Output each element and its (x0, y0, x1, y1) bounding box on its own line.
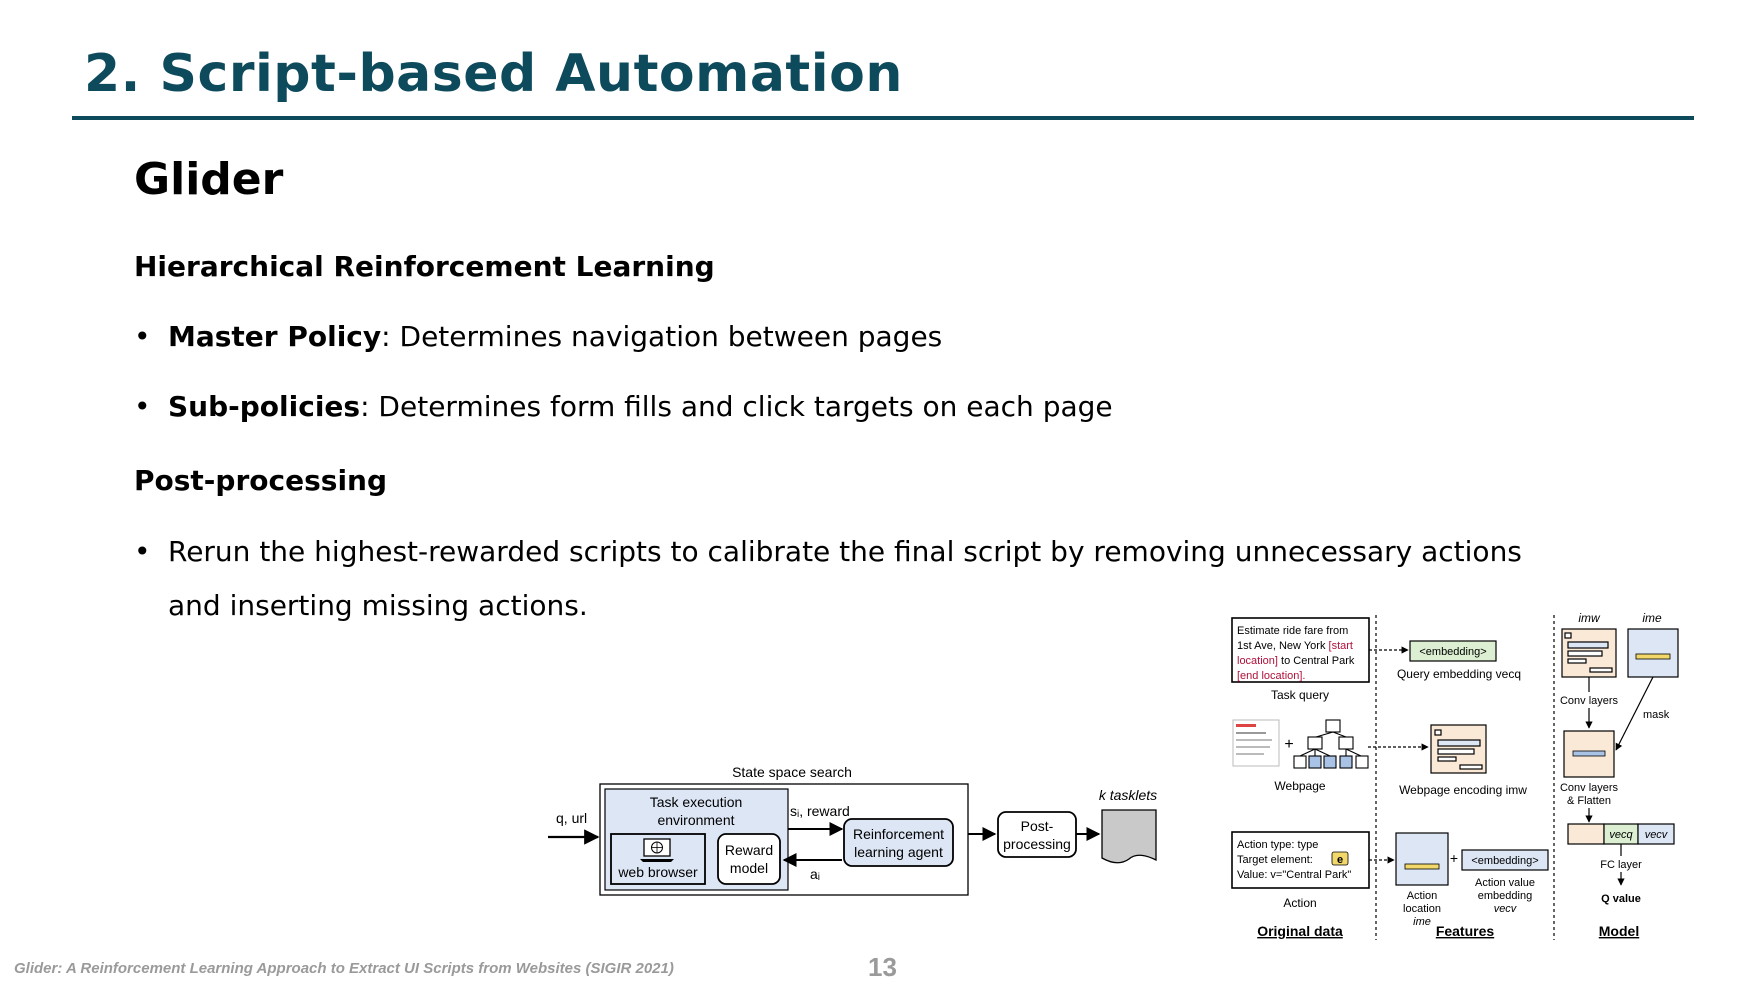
bullet-desc: Rerun the highest-rewarded scripts to ca… (168, 535, 1522, 622)
conv-flatten-label: & Flatten (1567, 795, 1611, 807)
action-location-label: Action (1407, 890, 1438, 902)
embedding-text: <embedding> (1419, 646, 1486, 658)
rl-agent-label: learning agent (854, 844, 943, 860)
query-text: location] to Central Park (1237, 655, 1355, 667)
bullet-term: Sub-policies (168, 390, 361, 423)
pipeline-figure: State space search Task execution enviro… (548, 764, 1157, 896)
webpage-encoding-label: Webpage encoding imw (1399, 783, 1527, 797)
vec-q-label: vecq (1609, 829, 1633, 841)
action-text: Value: v="Central Park" (1237, 869, 1351, 881)
query-text: Estimate ride fare from (1237, 625, 1348, 637)
bullet-term: Master Policy (168, 320, 382, 353)
action-value-label: Action value (1475, 877, 1535, 889)
q-value-label: Q value (1601, 893, 1641, 905)
bullet-dot: • (134, 535, 151, 568)
state-space-label: State space search (732, 764, 852, 780)
task-query-box (1231, 617, 1370, 683)
action-text: Action type: type (1237, 839, 1318, 851)
plus-icon: + (1450, 850, 1458, 866)
webpage-label: Webpage (1274, 779, 1325, 793)
page-number: 13 (868, 952, 897, 982)
im-e-label: ime (1642, 611, 1662, 625)
task-env-label: Task execution (650, 794, 743, 810)
rl-agent-box (843, 818, 954, 867)
action-text: Target element: (1237, 854, 1313, 866)
state-reward-label: sᵢ, reward (790, 803, 850, 819)
action-location-box (1395, 832, 1449, 886)
section-hrl-heading: Hierarchical Reinforcement Learning (134, 250, 715, 283)
im-w-label: imw (1578, 611, 1601, 625)
bullet-desc: : Determines form fills and click target… (360, 390, 1113, 423)
im-w-input-icon (1561, 628, 1617, 678)
plus-icon: + (1284, 736, 1293, 753)
original-data-label: Original data (1257, 923, 1343, 939)
rl-agent-label: Reinforcement (853, 826, 944, 842)
action-value-label: embedding (1478, 890, 1532, 902)
reward-model-box (717, 833, 781, 885)
action-label: aᵢ (810, 866, 820, 882)
heading-glider: Glider (134, 154, 284, 205)
target-element-chip (1331, 851, 1349, 866)
post-processing-label: Post- (1021, 818, 1054, 834)
model-label: Model (1599, 923, 1639, 939)
conv-layers-label: Conv layers (1560, 695, 1619, 707)
vec-v-label: vecv (1645, 829, 1669, 841)
section-postprocessing-heading: Post-processing (134, 464, 388, 497)
target-element-letter: e (1337, 854, 1343, 866)
conv-flatten-label: Conv layers (1560, 782, 1619, 794)
post-processing-label: processing (1003, 836, 1071, 852)
document-icon (1101, 809, 1157, 864)
webpage-thumbnail-icon (1232, 719, 1280, 767)
mask-arrow (1615, 676, 1654, 751)
reward-model-label: model (730, 860, 768, 876)
footer-citation: Glider: A Reinforcement Learning Approac… (14, 960, 674, 977)
bullet-dot: • (134, 320, 151, 353)
query-text: [end location]. (1237, 670, 1306, 682)
action-value-embedding-box (1461, 849, 1549, 871)
im-e-input-box (1627, 628, 1679, 678)
im-e-bar (1635, 653, 1671, 660)
masked-feature-bar (1572, 750, 1606, 757)
web-browser-label: web browser (617, 864, 698, 880)
title-divider (72, 116, 1694, 120)
embedding-text: <embedding> (1471, 855, 1538, 867)
concat-vector-peach (1567, 823, 1605, 845)
laptop-globe-icon (640, 838, 674, 862)
query-embedding-box (1409, 640, 1497, 662)
tasklets-label: k tasklets (1099, 787, 1157, 803)
architecture-figure: Estimate ride fare from 1st Ave, New Yor… (1231, 611, 1679, 940)
task-env-label: environment (657, 812, 734, 828)
bullet-desc: : Determines navigation between pages (381, 320, 943, 353)
features-label: Features (1436, 923, 1495, 939)
concat-vector-v (1637, 823, 1675, 845)
action-location-label: location (1403, 903, 1441, 915)
dom-tree-icon (1293, 719, 1369, 769)
query-embedding-label: Query embedding vecq (1397, 667, 1521, 681)
action-label: Action (1283, 896, 1316, 910)
action-location-bar (1404, 863, 1440, 870)
fc-layer-label: FC layer (1600, 859, 1642, 871)
mask-label: mask (1643, 709, 1670, 721)
bullet-dot: • (134, 390, 151, 423)
webpage-encoding-icon (1430, 724, 1487, 774)
query-text: 1st Ave, New York [start (1237, 640, 1353, 652)
action-value-label: vecv (1494, 903, 1518, 915)
reward-model-label: Reward (725, 842, 773, 858)
action-location-label: ime (1413, 916, 1431, 928)
task-query-label: Task query (1271, 688, 1329, 702)
input-label: q, url (556, 810, 587, 826)
slide-title: 2. Script-based Automation (84, 44, 903, 104)
